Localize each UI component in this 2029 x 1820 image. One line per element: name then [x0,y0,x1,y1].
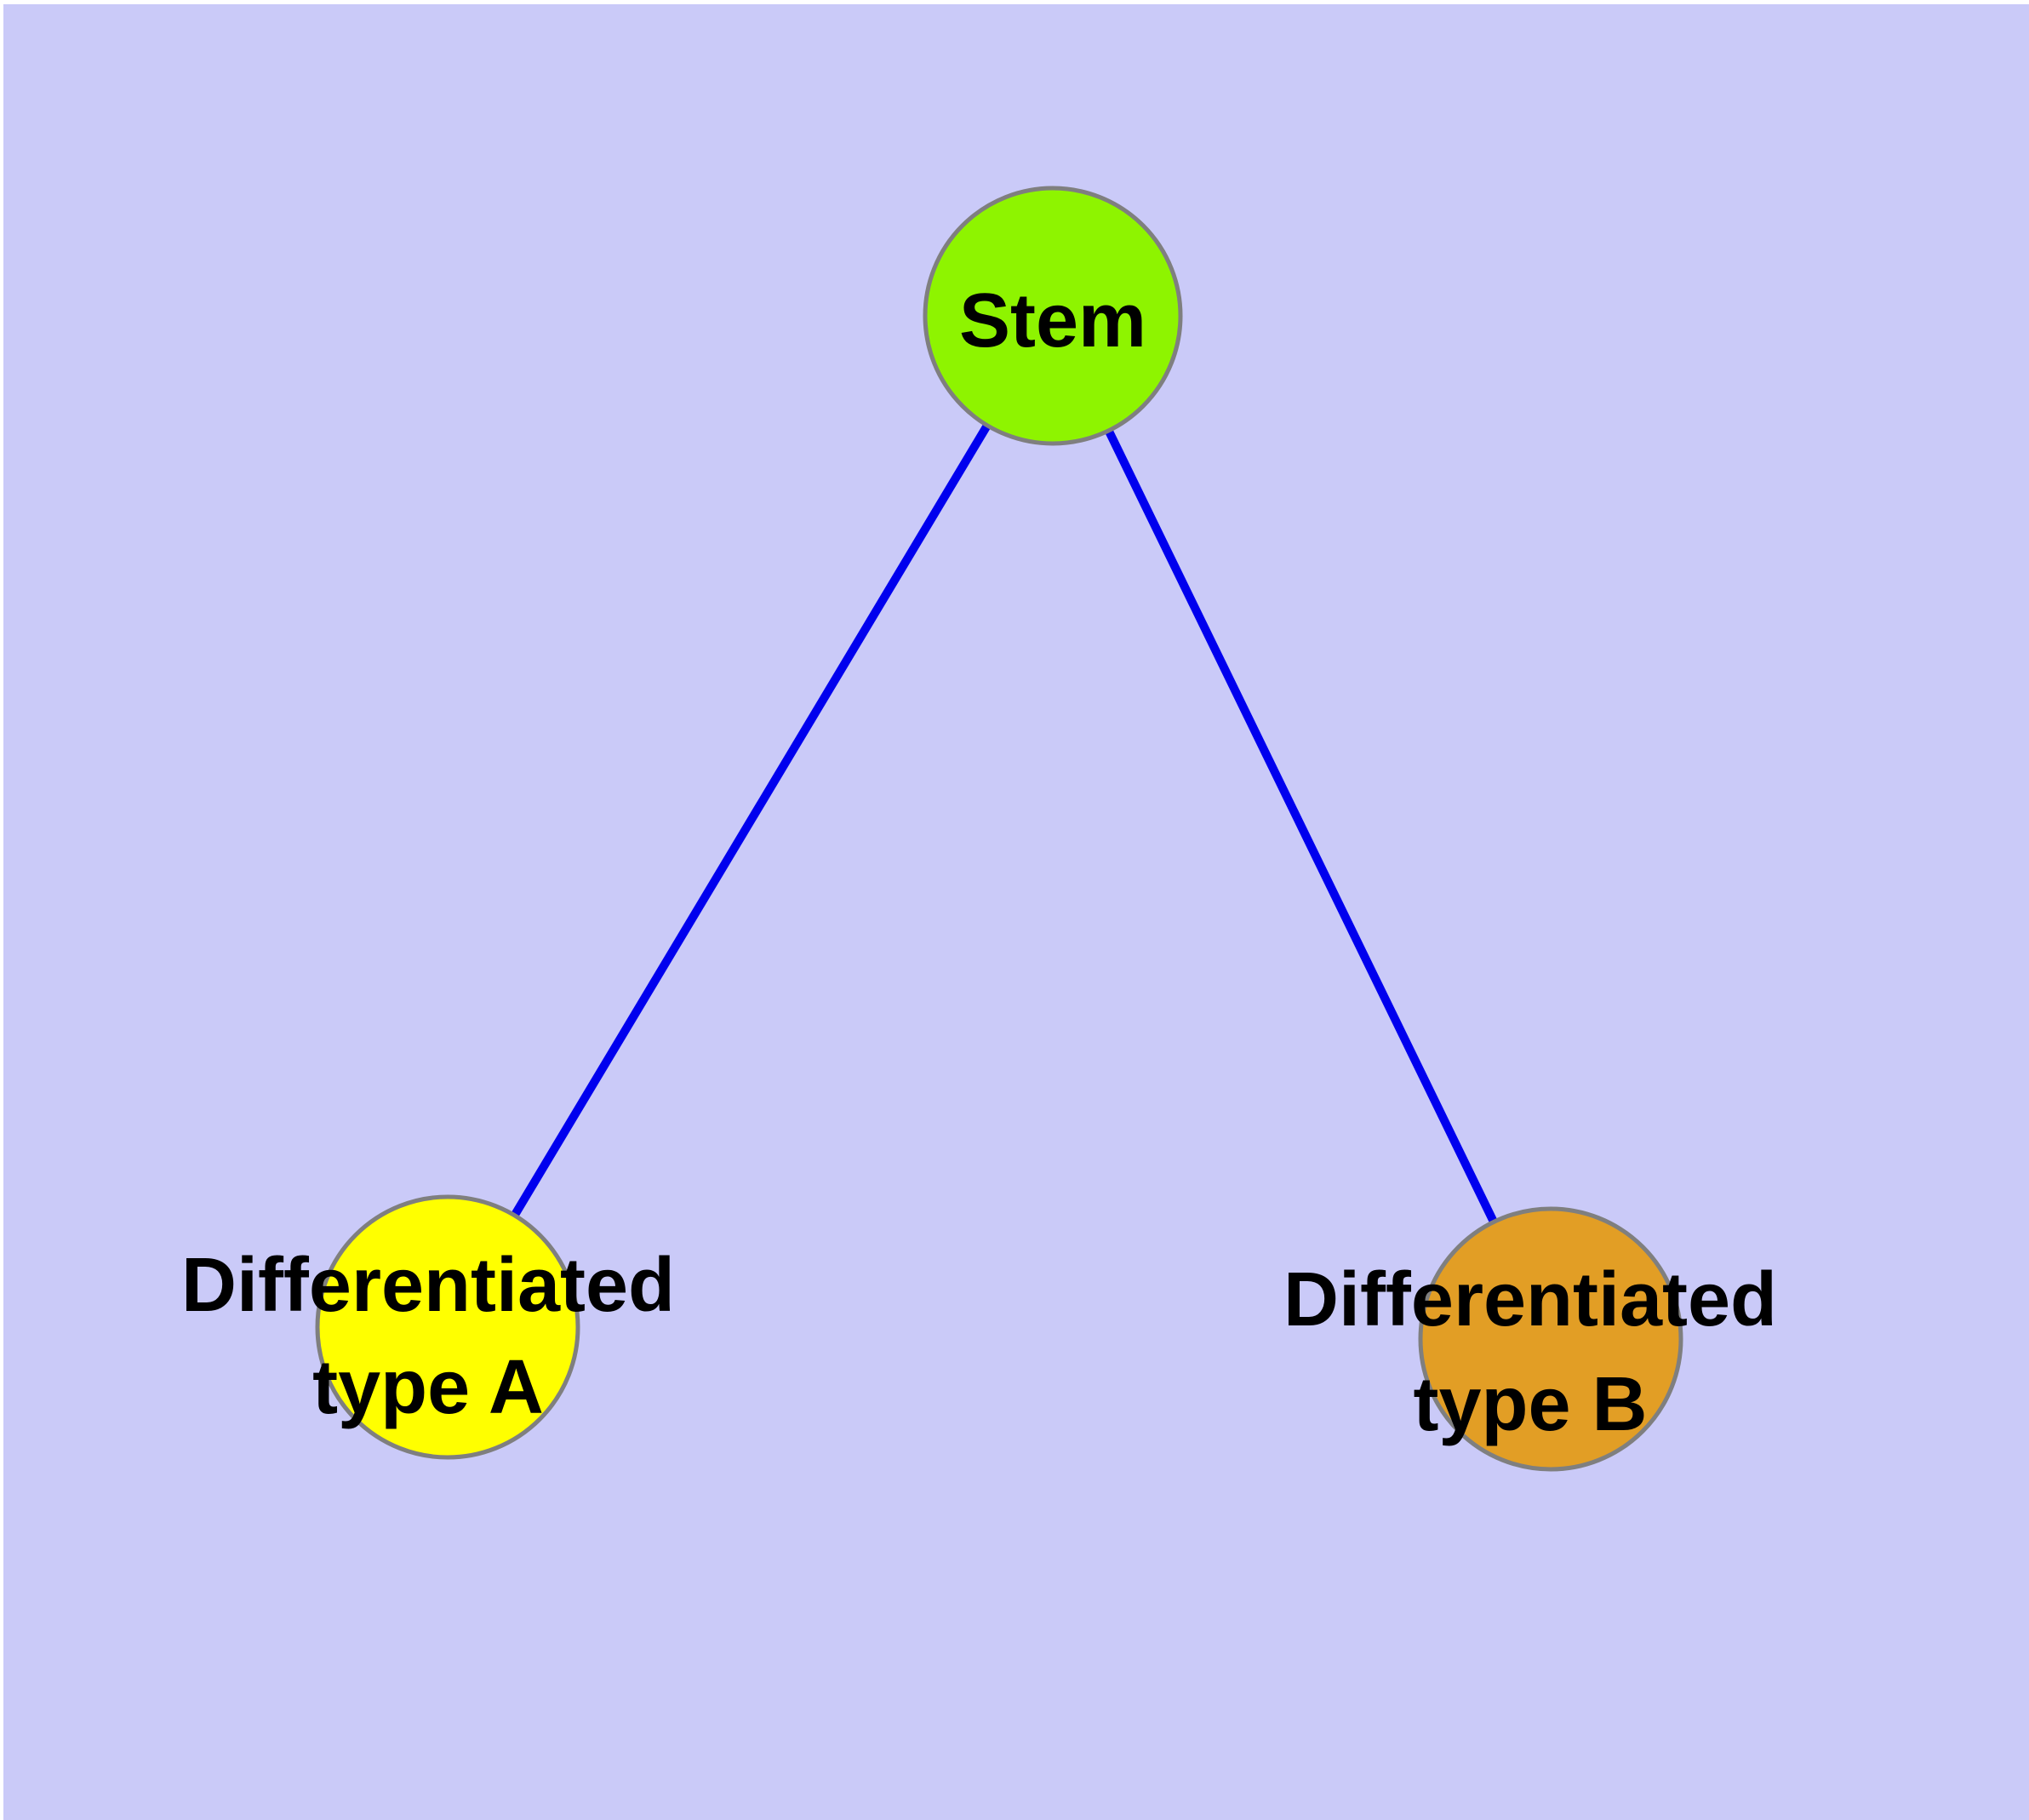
node-type-a-label-line1: Differentiated [181,1243,675,1328]
node-type-b-label-line1: Differentiated [1283,1257,1777,1342]
node-stem-label: Stem [959,278,1146,363]
node-type-b-label-line2: type B [1413,1362,1647,1447]
edge-stem-to-type-a [443,313,1057,1330]
node-differentiated-type-b [1418,1206,1683,1472]
edge-stem-to-type-b [1049,313,1555,1342]
node-stem [923,186,1183,446]
node-differentiated-type-a [315,1194,580,1460]
node-type-a-label-line2: type A [312,1345,544,1430]
